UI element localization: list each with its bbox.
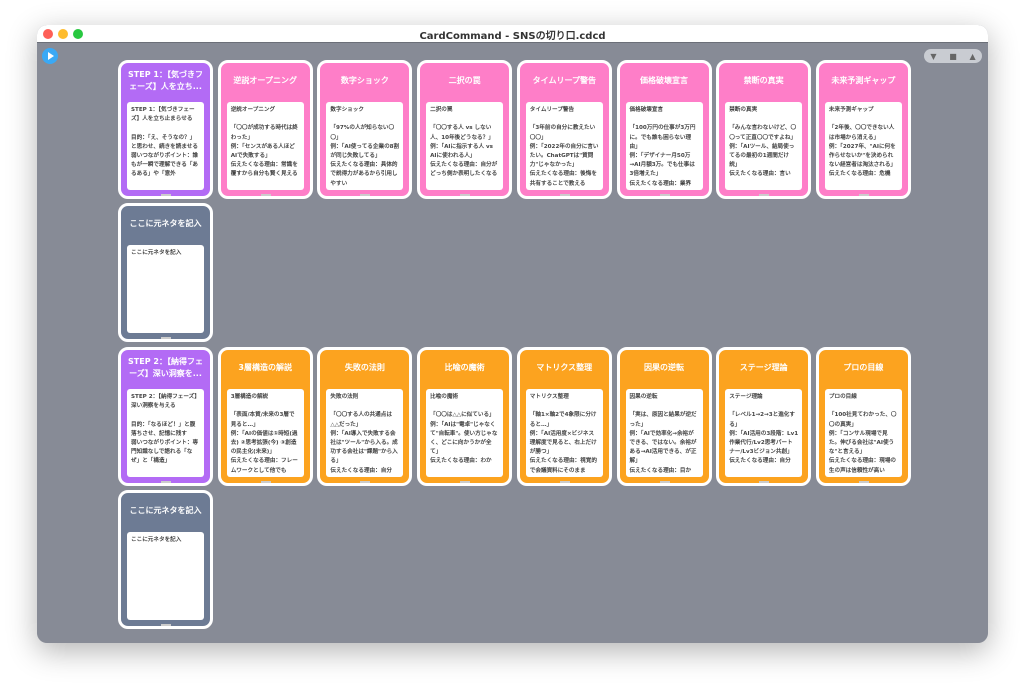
card-resize-handle[interactable]: [161, 337, 171, 339]
card-body[interactable]: 数字ショック 「97%の人が知らない〇〇」 例：「AI使ってる企業の8割が同じ失…: [326, 102, 404, 190]
card-title: 価格破壊宣言: [640, 76, 688, 85]
card-resize-handle[interactable]: [161, 194, 171, 196]
zoom-button[interactable]: [73, 29, 83, 39]
card-body[interactable]: 因果の逆転 「実は、原因と結果が逆だった」 例：「AIで効率化→余裕ができる、で…: [625, 389, 703, 477]
card[interactable]: 比喩の魔術比喩の魔術 「〇〇は△△に似ている」 例：「AIは"電卓"じゃなくて"…: [417, 347, 513, 486]
card-resize-handle[interactable]: [260, 194, 271, 196]
card-body[interactable]: 逆説オープニング 「〇〇が成功する時代は終わった」 例：「センスがある人ほどAI…: [226, 102, 304, 190]
card-title: 失敗の法則: [344, 363, 385, 372]
card-title: 数字ショック: [340, 76, 389, 85]
card[interactable]: STEP 1：【気づきフェーズ】人を立ち... STEP 1：【気づきフェーズ】人…: [118, 60, 213, 199]
card-resize-handle[interactable]: [559, 194, 570, 196]
card[interactable]: タイムリープ警告タイムリープ警告 「3年前の自分に教えたい〇〇」 例：「2022…: [516, 60, 612, 199]
card[interactable]: 3層構造の解説 3層構造の解説 「表面/本質/未来の3層で見ると…」 例：「AIの…: [217, 347, 313, 486]
card-title: 3層構造の解説: [238, 363, 292, 372]
card-resize-handle[interactable]: [260, 481, 271, 483]
card-resize-handle[interactable]: [161, 481, 171, 483]
card-resize-handle[interactable]: [759, 481, 770, 483]
card-title: タイムリープ警告: [532, 76, 596, 85]
title-bar: CardCommand - SNSの切り口.cdcd: [37, 25, 988, 43]
card-body[interactable]: ここに元ネタを記入: [127, 245, 204, 333]
expand-up-icon[interactable]: ▲: [969, 51, 976, 61]
card-resize-handle[interactable]: [460, 481, 471, 483]
card-body[interactable]: 比喩の魔術 「〇〇は△△に似ている」 例：「AIは"電卓"じゃなくて"自転車"。…: [426, 389, 504, 477]
card-title: STEP 1：【気づきフェーズ】人を立ち...: [128, 70, 203, 91]
view-controls: ▼ ■ ▲: [924, 49, 982, 63]
play-icon[interactable]: [42, 48, 58, 64]
card-title: 因果の逆転: [644, 363, 684, 372]
card-body[interactable]: 3層構造の解説 「表面/本質/未来の3層で見ると…」 例：「AIの価値は①時短(…: [226, 389, 304, 477]
card-resize-handle[interactable]: [161, 624, 171, 626]
card-resize-handle[interactable]: [858, 194, 869, 196]
card-title: 比喩の魔術: [444, 363, 485, 372]
card-title: ステージ理論: [739, 363, 788, 372]
card[interactable]: 数字ショック数字ショック 「97%の人が知らない〇〇」 例：「AI使ってる企業の…: [317, 60, 413, 199]
card-resize-handle[interactable]: [460, 194, 471, 196]
card[interactable]: 禁断の真実禁断の真実 「みんな言わないけど、〇〇って正直〇〇ですよね」 例：「A…: [716, 60, 812, 199]
card-resize-handle[interactable]: [858, 481, 869, 483]
card-body[interactable]: 二択の罠 「〇〇する人 vs しない人、10年後どうなる？」 例：「AIに指示す…: [426, 102, 504, 190]
card[interactable]: 二択の罠二択の罠 「〇〇する人 vs しない人、10年後どうなる？」 例：「AI…: [417, 60, 513, 199]
card-title: マトリクス整理: [536, 363, 593, 372]
card-title: 未来予測ギャップ: [831, 76, 896, 85]
card-body[interactable]: プロの目線 「100社見てわかった、〇〇の真実」 例：「コンサル現場で見た。伸び…: [824, 389, 902, 477]
card[interactable]: STEP 2：【納得フェーズ】深い洞察を... STEP 2：【納得フェーズ】深い…: [118, 347, 213, 486]
card[interactable]: プロの目線プロの目線 「100社見てわかった、〇〇の真実」 例：「コンサル現場で…: [815, 347, 911, 486]
card-resize-handle[interactable]: [559, 481, 570, 483]
card[interactable]: 価格破壊宣言価格破壊宣言 「100万円の仕事が3万円に。でも誰も困らない理由」 …: [616, 60, 712, 199]
collapse-down-icon[interactable]: ▼: [930, 51, 937, 61]
card-body[interactable]: 禁断の真実 「みんな言わないけど、〇〇って正直〇〇ですよね」 例：「AIツール、…: [725, 102, 803, 190]
window-title: CardCommand - SNSの切り口.cdcd: [419, 31, 606, 42]
card[interactable]: 因果の逆転因果の逆転 「実は、原因と結果が逆だった」 例：「AIで効率化→余裕が…: [616, 347, 712, 486]
card-resize-handle[interactable]: [659, 194, 670, 196]
card-title: ここに元ネタを記入: [129, 219, 202, 228]
card-body[interactable]: 未来予測ギャップ 「2年後、〇〇できない人は市場から消える」 例：「2027年、…: [824, 102, 902, 190]
card[interactable]: 逆説オープニング逆説オープニング 「〇〇が成功する時代は終わった」 例：「センス…: [217, 60, 313, 199]
card[interactable]: マトリクス整理マトリクス整理 「軸1×軸2で4象限に分けると…」 例：「AI活用…: [516, 347, 612, 486]
card[interactable]: ここに元ネタを記入ここに元ネタを記入: [118, 203, 213, 342]
card-body[interactable]: ここに元ネタを記入: [127, 532, 204, 620]
card-body[interactable]: ステージ理論 「レベル1→2→3と進化する」 例：「AI活用の3段階：Lv1作業…: [725, 389, 803, 477]
card-title: ここに元ネタを記入: [129, 506, 202, 515]
card-body[interactable]: タイムリープ警告 「3年前の自分に教えたい〇〇」 例：「2022年の自分に言いた…: [525, 102, 603, 190]
card-body[interactable]: マトリクス整理 「軸1×軸2で4象限に分けると…」 例：「AI活用度×ビジネス理…: [525, 389, 603, 477]
card-body[interactable]: 失敗の法則 「〇〇する人の共通点は△△だった」 例：「AI導入で失敗する会社は"…: [326, 389, 404, 477]
card-title: 禁断の真実: [743, 76, 784, 85]
card-body[interactable]: STEP 2：【納得フェーズ】深い洞察を与える 目的：「なるほど！」と腹落ちさせ…: [127, 389, 204, 477]
card[interactable]: ここに元ネタを記入ここに元ネタを記入: [118, 490, 213, 629]
card-resize-handle[interactable]: [659, 481, 670, 483]
card-resize-handle[interactable]: [759, 194, 770, 196]
card-resize-handle[interactable]: [360, 481, 371, 483]
card[interactable]: 未来予測ギャップ未来予測ギャップ 「2年後、〇〇できない人は市場から消える」 例…: [815, 60, 911, 199]
card-title: 逆説オープニング: [233, 76, 297, 85]
stop-icon[interactable]: ■: [949, 51, 957, 61]
app-window: CardCommand - SNSの切り口.cdcd ▼ ■ ▲ STEP 1：…: [37, 25, 988, 643]
close-button[interactable]: [43, 29, 53, 39]
minimize-button[interactable]: [58, 29, 68, 39]
card[interactable]: 失敗の法則失敗の法則 「〇〇する人の共通点は△△だった」 例：「AI導入で失敗す…: [317, 347, 413, 486]
card-title: 二択の罠: [448, 76, 481, 85]
card[interactable]: ステージ理論ステージ理論 「レベル1→2→3と進化する」 例：「AI活用の3段階…: [716, 347, 812, 486]
card-title: STEP 2：【納得フェーズ】深い洞察を...: [128, 357, 203, 378]
card-body[interactable]: 価格破壊宣言 「100万円の仕事が3万円に。でも誰も困らない理由」 例：「デザイ…: [625, 102, 703, 190]
card-title: プロの目線: [843, 363, 884, 372]
card-resize-handle[interactable]: [360, 194, 371, 196]
card-body[interactable]: STEP 1：【気づきフェーズ】人を立ち止まらせる 目的：「え、そうなの？」と思…: [127, 102, 204, 190]
